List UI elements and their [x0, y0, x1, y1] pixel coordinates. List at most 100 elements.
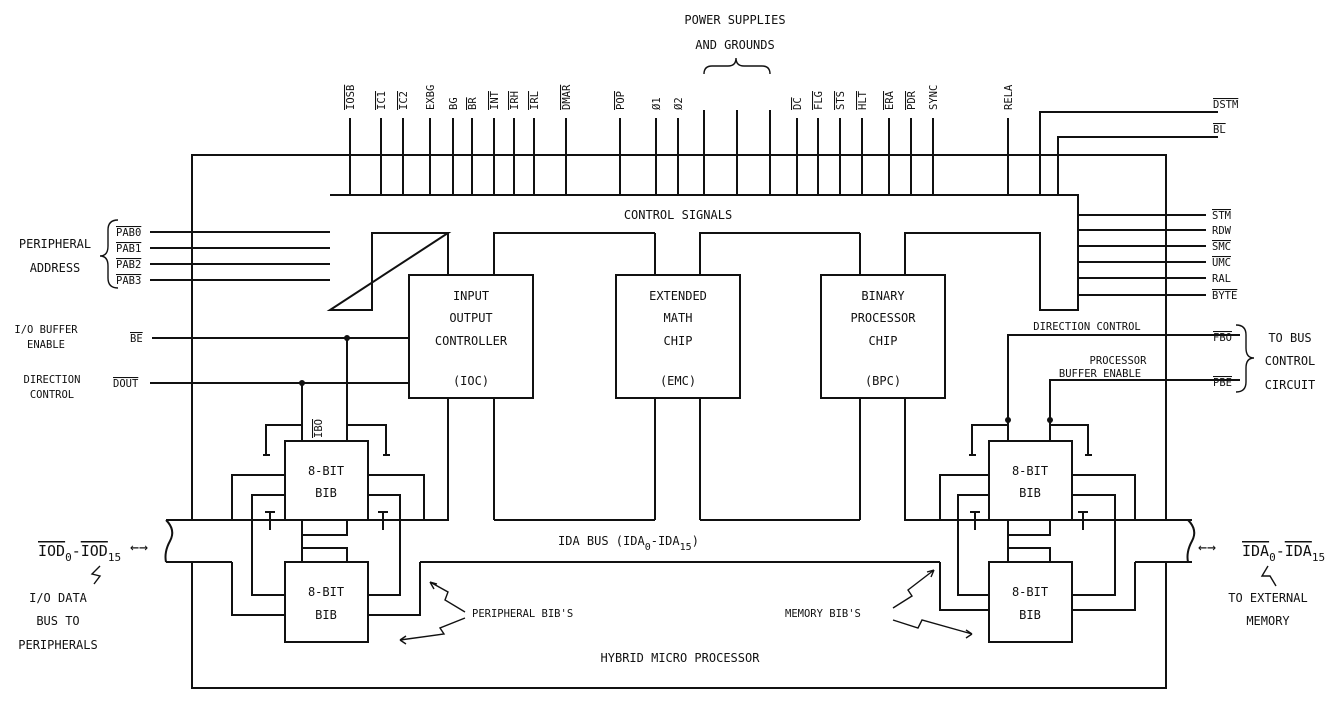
to-bus-line2: CONTROL [1265, 354, 1316, 368]
memory-bib-upper: 8-BIT BIB [988, 440, 1073, 521]
top-signal-label: IOSB [345, 85, 357, 110]
to-bus-line3: CIRCUIT [1265, 378, 1316, 392]
emc-line3: CHIP [664, 334, 693, 348]
memory-bib-lower: 8-BIT BIB [988, 561, 1073, 643]
bpc-line2: PROCESSOR [850, 311, 916, 325]
emc-line1: EXTENDED [649, 289, 707, 303]
be-junction [344, 335, 350, 341]
top-signal-label: BG [448, 97, 460, 110]
bib-label-line2: BIB [1019, 608, 1041, 622]
right-bidirectional-arrow: ←→ [1198, 538, 1216, 556]
bib-label-line2: BIB [1019, 486, 1041, 500]
emc-line2: MATH [664, 311, 693, 325]
control-signals-bus [326, 194, 1079, 521]
bpc-abbr: (BPC) [865, 374, 901, 388]
io-buffer-enable-line2: ENABLE [27, 339, 65, 351]
bib-label-line1: 8-BIT [308, 585, 344, 599]
top-signal-label: IC1 [376, 91, 388, 110]
io-data-line2: BUS TO [36, 614, 79, 628]
right-signal-label: SMC [1212, 241, 1231, 253]
ida-bus-label: IDA BUS (IDA0-IDA15) [558, 534, 699, 553]
right-signal-label: RAL [1212, 273, 1231, 285]
to-bus-line1: TO BUS [1268, 331, 1311, 345]
memory-bibs-arrow-lower [892, 619, 973, 639]
processor-buffer-line1: PROCESSOR [1090, 355, 1148, 367]
fbo-label: FBO [1213, 332, 1232, 344]
power-title-line2: AND GROUNDS [695, 38, 774, 52]
emc-abbr: (EMC) [660, 374, 696, 388]
top-signal-label: BR [467, 97, 479, 110]
peripheral-bibs-arrow-lower [399, 617, 466, 645]
peripheral-address-line2: ADDRESS [30, 261, 81, 275]
direction-control-line2: CONTROL [30, 389, 74, 401]
peripheral-address-line1: PERIPHERAL [19, 237, 91, 251]
top-signal-label: SYNC [928, 85, 940, 110]
memory-bib-wiring [939, 335, 1136, 611]
right-lightning-icon [1260, 565, 1277, 587]
top-signal-label: Ø1 [651, 97, 663, 110]
bl-label: BL [1213, 124, 1226, 136]
top-signal-label: IRH [509, 91, 521, 110]
right-signal-label: UMC [1212, 257, 1231, 269]
right-signal-label: RDW [1212, 225, 1232, 237]
be-label: BE [130, 333, 143, 345]
bib-label-line1: 8-BIT [308, 464, 344, 478]
bib-label-line1: 8-BIT [1012, 585, 1048, 599]
ida-label: IDA0-IDA15 [1242, 542, 1325, 564]
dout-junction [299, 380, 305, 386]
right-top-signal-lines [1039, 111, 1218, 195]
ioc-chip: INPUT OUTPUT CONTROLLER (IOC) [408, 274, 534, 399]
external-memory-line1: TO EXTERNAL [1228, 591, 1307, 605]
peripheral-bibs-label: PERIPHERAL BIB'S [472, 608, 573, 620]
pab-label: PAB0 [116, 227, 141, 239]
right-signal-label: BYTE [1212, 290, 1237, 302]
top-signal-label: STS [835, 91, 847, 110]
ioc-line3: CONTROLLER [435, 334, 508, 348]
power-title-line1: POWER SUPPLIES [684, 13, 785, 27]
power-brace [703, 57, 771, 75]
top-signal-label: IC2 [398, 91, 410, 110]
peripheral-address-brace [99, 219, 119, 289]
right-signal-label: STM [1212, 210, 1231, 222]
bib-label-line1: 8-BIT [1012, 464, 1048, 478]
io-data-line1: I/O DATA [29, 591, 88, 605]
peripheral-bib-wiring [231, 338, 425, 616]
right-signal-lines: STM RDW SMC UMC RAL BYTE [1078, 210, 1237, 302]
pbe-junction [1047, 417, 1053, 423]
peripheral-bib-lower: 8-BIT BIB [284, 561, 369, 643]
top-signal-label: HLT [857, 90, 869, 110]
emc-chip: EXTENDED MATH CHIP (EMC) [615, 274, 741, 399]
top-signal-label: IRL [529, 91, 541, 110]
ioc-line1: INPUT [453, 289, 489, 303]
pab-label: PAB2 [116, 259, 141, 271]
pab-label: PAB1 [116, 243, 141, 255]
top-signal-label: DMAR [561, 84, 573, 110]
pab-label: PAB3 [116, 275, 141, 287]
memory-bibs-arrow-upper [892, 569, 935, 609]
fbo-line [1007, 334, 1240, 338]
power-pins [703, 110, 771, 195]
direction-control-right: DIRECTION CONTROL [1033, 321, 1140, 333]
bib-label-line2: BIB [315, 486, 337, 500]
left-bidirectional-arrow: ←→ [130, 538, 148, 556]
external-memory-line2: MEMORY [1246, 614, 1290, 628]
top-signal-label: FLG [813, 91, 825, 110]
ioc-line2: OUTPUT [449, 311, 492, 325]
bpc-chip: BINARY PROCESSOR CHIP (BPC) [820, 274, 946, 399]
memory-bibs-label: MEMORY BIB'S [785, 608, 861, 620]
direction-control-line1: DIRECTION [24, 374, 81, 386]
iod-label: IOD0-IOD15 [38, 542, 121, 564]
io-buffer-enable-line1: I/O BUFFER [14, 324, 78, 336]
to-bus-brace [1235, 324, 1255, 393]
processor-buffer-line2: BUFFER ENABLE [1059, 368, 1141, 380]
bpc-line3: CHIP [869, 334, 898, 348]
ibo-label: IBO [313, 419, 325, 438]
left-lightning-icon [90, 565, 102, 585]
top-signal-label: POP [615, 91, 627, 110]
bib-label-line2: BIB [315, 608, 337, 622]
peripheral-bib-upper: 8-BIT BIB [284, 440, 369, 521]
top-signal-label: EXBG [425, 85, 437, 110]
top-signal-label: ERA [884, 90, 896, 110]
bpc-line1: BINARY [861, 289, 905, 303]
